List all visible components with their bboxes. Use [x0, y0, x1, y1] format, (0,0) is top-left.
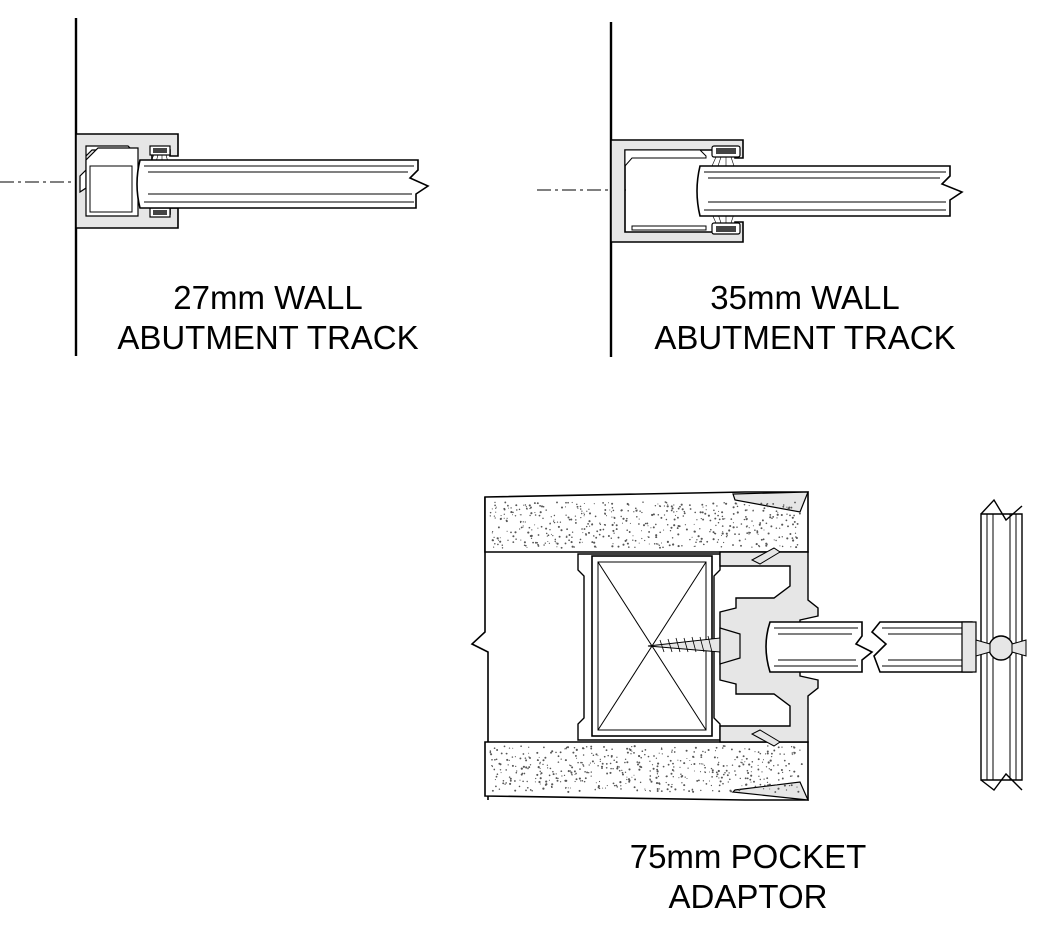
detail-27mm-wall-abutment	[0, 18, 430, 356]
glass-panel	[136, 159, 430, 209]
junction-connector	[988, 635, 1014, 661]
caption-line: 75mm POCKET	[629, 838, 867, 875]
wall-outline	[470, 497, 489, 800]
detail-75mm-pocket-adaptor	[470, 491, 1027, 801]
perpendicular-glass-panel	[975, 498, 1027, 791]
caption-line: ABUTMENT TRACK	[117, 319, 419, 356]
glass-panel	[696, 165, 964, 217]
caption-27mm-wall-abutment: 27mm WALL ABUTMENT TRACK	[88, 278, 448, 358]
screw	[647, 627, 741, 665]
caption-line: ABUTMENT TRACK	[654, 319, 956, 356]
track-profile	[610, 139, 744, 243]
caption-line: 27mm WALL	[173, 279, 363, 316]
caption-35mm-wall-abutment: 35mm WALL ABUTMENT TRACK	[625, 278, 985, 358]
insulation-texture-bottom	[489, 745, 803, 793]
caption-line: ADAPTOR	[668, 878, 828, 915]
caption-75mm-pocket-adaptor: 75mm POCKET ADAPTOR	[568, 837, 928, 917]
track-inner-channel	[85, 147, 139, 217]
insulation-texture-top	[489, 501, 801, 549]
glass-panel	[765, 621, 874, 673]
detail-35mm-wall-abutment	[537, 22, 964, 357]
caption-line: 35mm WALL	[710, 279, 900, 316]
